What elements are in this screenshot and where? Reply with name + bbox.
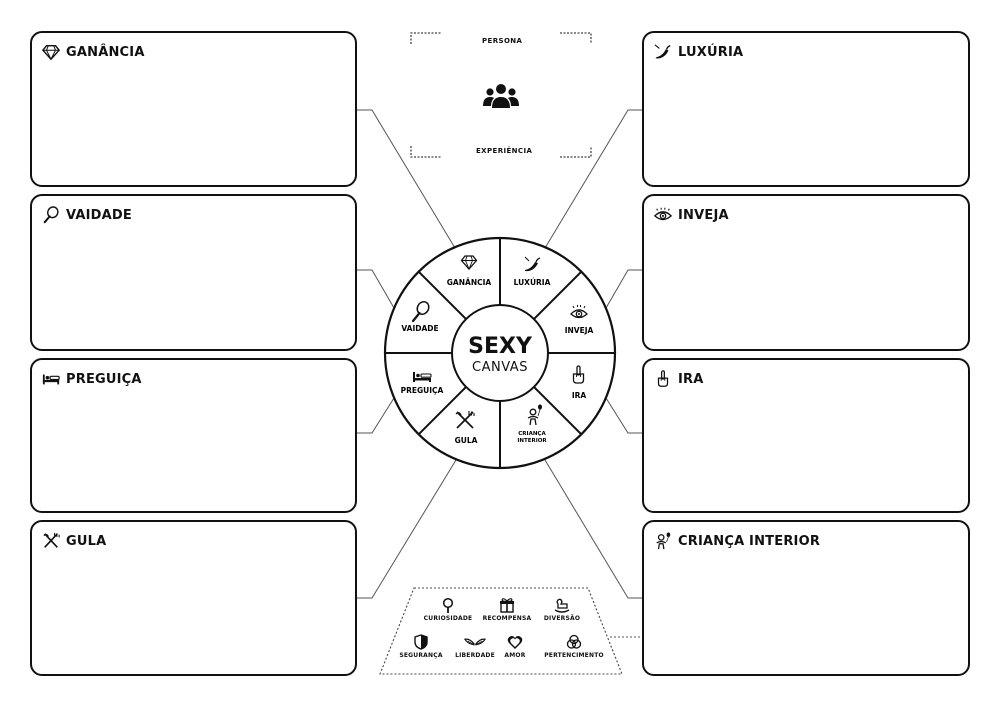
motive-label-curiosidade: CURIOSIDADE: [423, 615, 473, 622]
box-luxuria-title: LUXÚRIA: [654, 43, 743, 61]
motive-curiosidade: CURIOSIDADE: [422, 597, 474, 622]
segment-label-vaidade: VAIDADE: [401, 324, 438, 333]
box-ira-title: IRA: [654, 370, 704, 388]
box-ganancia-label: GANÂNCIA: [66, 44, 145, 60]
child-balloon-icon: [654, 532, 672, 550]
box-preguica-title: PREGUIÇA: [42, 370, 142, 388]
connector-crianca: [544, 459, 642, 599]
wheel-segment-crianca[interactable]: CRIANÇA INTERIOR: [517, 404, 547, 444]
wheel-divider: [533, 386, 583, 436]
bed-icon: [413, 372, 432, 382]
heart-icon: [507, 636, 523, 649]
rocking-horse-icon: [554, 598, 570, 613]
venn-icon: [566, 634, 582, 649]
box-gula[interactable]: GULA: [30, 520, 357, 676]
connector-luxuria: [544, 109, 642, 249]
eye-icon: [570, 305, 588, 319]
motive-label-liberdade: LIBERDADE: [455, 652, 495, 659]
connector-preguica: [357, 397, 395, 434]
box-ganancia-title: GANÂNCIA: [42, 43, 145, 61]
people-group-icon: [483, 84, 519, 108]
connector-gula: [357, 459, 457, 599]
segment-label-crianca-line1: CRIANÇA: [518, 431, 546, 437]
segment-label-ira: IRA: [572, 391, 587, 400]
box-gula-label: GULA: [66, 533, 107, 549]
box-ira-label: IRA: [678, 371, 704, 387]
connector-ganancia: [357, 109, 456, 249]
middle-finger-icon: [572, 365, 585, 384]
motive-pertencimento: PERTENCIMENTO: [542, 634, 606, 659]
persona-frame: [410, 32, 592, 158]
box-crianca[interactable]: CRIANÇA INTERIOR: [642, 520, 970, 676]
bed-icon: [42, 370, 60, 388]
box-crianca-label: CRIANÇA INTERIOR: [678, 533, 821, 549]
motive-recompensa: RECOMPENSA: [482, 597, 532, 622]
chili-pepper-icon: [524, 256, 541, 272]
box-luxuria[interactable]: LUXÚRIA: [642, 31, 970, 187]
fork-knife-icon: [455, 411, 475, 429]
box-preguica[interactable]: PREGUIÇA: [30, 358, 357, 513]
motive-amor: AMOR: [500, 634, 530, 659]
eye-icon: [654, 206, 672, 224]
box-ira[interactable]: IRA: [642, 358, 970, 513]
wheel-segment-inveja[interactable]: INVEJA: [565, 305, 594, 335]
magnifier-icon: [442, 597, 454, 613]
child-balloon-icon: [527, 404, 542, 426]
shield-icon: [414, 634, 428, 650]
segment-label-inveja: INVEJA: [565, 326, 594, 335]
box-vaidade-label: VAIDADE: [66, 207, 133, 223]
gift-icon: [500, 598, 514, 613]
motive-liberdade: LIBERDADE: [452, 634, 498, 659]
box-vaidade-title: VAIDADE: [42, 206, 132, 224]
box-preguica-label: PREGUIÇA: [66, 371, 142, 387]
motive-label-seguranca: SEGURANÇA: [399, 652, 443, 659]
box-inveja[interactable]: INVEJA: [642, 194, 970, 351]
connector-vaidade: [357, 269, 395, 309]
connector-inveja: [605, 269, 642, 309]
box-inveja-label: INVEJA: [678, 207, 729, 223]
motive-diversao: DIVERSÃO: [540, 597, 584, 622]
experience-label: EXPERIÊNCIA: [476, 147, 533, 155]
wheel-divider: [417, 270, 467, 320]
wheel-segment-vaidade[interactable]: VAIDADE: [401, 300, 439, 333]
segment-label-preguica: PREGUIÇA: [401, 386, 444, 395]
motive-seguranca: SEGURANÇA: [396, 634, 446, 659]
wheel-center-title: SEXY: [468, 334, 533, 359]
hand-mirror-icon: [411, 300, 430, 323]
persona-label: PERSONA: [482, 37, 523, 45]
diamond-icon: [42, 43, 60, 61]
wheel-center-circle: [451, 304, 549, 402]
box-luxuria-label: LUXÚRIA: [678, 44, 744, 60]
box-ganancia[interactable]: GANÂNCIA: [30, 31, 357, 187]
chili-pepper-icon: [654, 43, 672, 61]
wheel-segment-ira[interactable]: IRA: [572, 365, 587, 400]
box-gula-title: GULA: [42, 532, 106, 550]
wheel-segment-luxuria[interactable]: LUXÚRIA: [514, 256, 551, 287]
box-crianca-title: CRIANÇA INTERIOR: [654, 532, 820, 550]
segment-label-luxuria: LUXÚRIA: [514, 278, 551, 287]
motive-label-recompensa: RECOMPENSA: [482, 615, 532, 622]
wheel-center-subtitle: CANVAS: [472, 360, 528, 375]
wings-icon: [464, 638, 486, 646]
box-inveja-title: INVEJA: [654, 206, 729, 224]
wheel-segment-ganancia[interactable]: GANÂNCIA: [447, 255, 492, 287]
segment-label-ganancia: GANÂNCIA: [447, 278, 492, 287]
box-vaidade[interactable]: VAIDADE: [30, 194, 357, 351]
wheel-divider: [533, 270, 583, 320]
motive-label-diversao: DIVERSÃO: [543, 615, 581, 622]
connector-ira: [605, 397, 642, 434]
segment-label-crianca-line2: INTERIOR: [517, 438, 547, 444]
motive-label-pertencimento: PERTENCIMENTO: [544, 652, 604, 659]
middle-finger-icon: [654, 370, 672, 388]
segment-label-gula: GULA: [455, 436, 478, 445]
wheel-segment-gula[interactable]: GULA: [455, 411, 478, 445]
motive-label-amor: AMOR: [504, 652, 526, 659]
fork-knife-icon: [42, 532, 60, 550]
diamond-icon: [460, 255, 478, 271]
wheel-divider: [417, 386, 467, 436]
wheel-segment-preguica[interactable]: PREGUIÇA: [401, 372, 444, 395]
hand-mirror-icon: [42, 206, 60, 224]
